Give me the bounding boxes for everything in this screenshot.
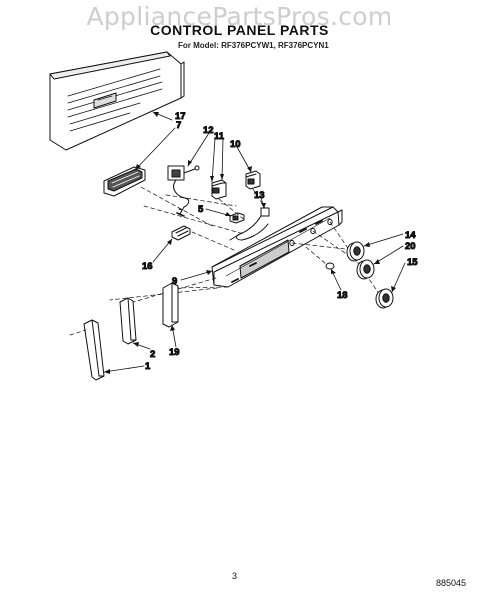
callout-15: 15 xyxy=(407,257,418,268)
part-7-display-board xyxy=(103,166,146,197)
part-12-control-switch xyxy=(167,165,200,217)
part-15-knob xyxy=(375,288,394,309)
callout-14: 14 xyxy=(405,230,416,241)
callout-7: 7 xyxy=(176,120,181,131)
part-14-knob xyxy=(346,241,365,262)
part-17-backsplash xyxy=(49,51,185,151)
page-number: 3 xyxy=(232,571,238,581)
callout-12: 12 xyxy=(203,125,214,136)
callout-17: 17 xyxy=(175,111,186,122)
part-9-control-panel xyxy=(211,206,343,288)
callout-13: 13 xyxy=(254,190,265,201)
callout-19: 19 xyxy=(169,347,180,358)
callout-9: 9 xyxy=(172,276,177,287)
assembly-lines xyxy=(109,186,383,304)
callout-16: 16 xyxy=(142,261,153,272)
callout-11: 11 xyxy=(214,131,225,142)
part-16-clip xyxy=(171,225,191,241)
part-2-end-bracket xyxy=(119,297,137,345)
part-5-connector xyxy=(229,212,245,224)
callout-18: 18 xyxy=(337,290,348,301)
document-number: 885045 xyxy=(436,578,467,588)
callout-10: 10 xyxy=(230,139,241,150)
part-18-bushing xyxy=(325,262,335,270)
part-20-knob xyxy=(356,259,375,280)
callout-2: 2 xyxy=(150,349,155,360)
diagram-subtitle: For Model: RF376PCYW1, RF376PCYN1 xyxy=(178,41,329,50)
part-10-switch xyxy=(245,170,261,190)
diagram-title: CONTROL PANEL PARTS xyxy=(150,22,329,38)
leader-lines xyxy=(103,111,406,373)
part-1-end-cap xyxy=(69,319,105,381)
callout-1: 1 xyxy=(145,361,151,372)
callout-labels: 17 7 12 11 10 13 5 16 9 14 20 15 18 2 19… xyxy=(142,111,419,373)
arrowheads xyxy=(104,112,396,374)
callout-20: 20 xyxy=(405,241,416,252)
part-19-end-cap xyxy=(162,282,179,328)
part-11-switch xyxy=(211,179,227,200)
callout-5: 5 xyxy=(198,204,204,215)
